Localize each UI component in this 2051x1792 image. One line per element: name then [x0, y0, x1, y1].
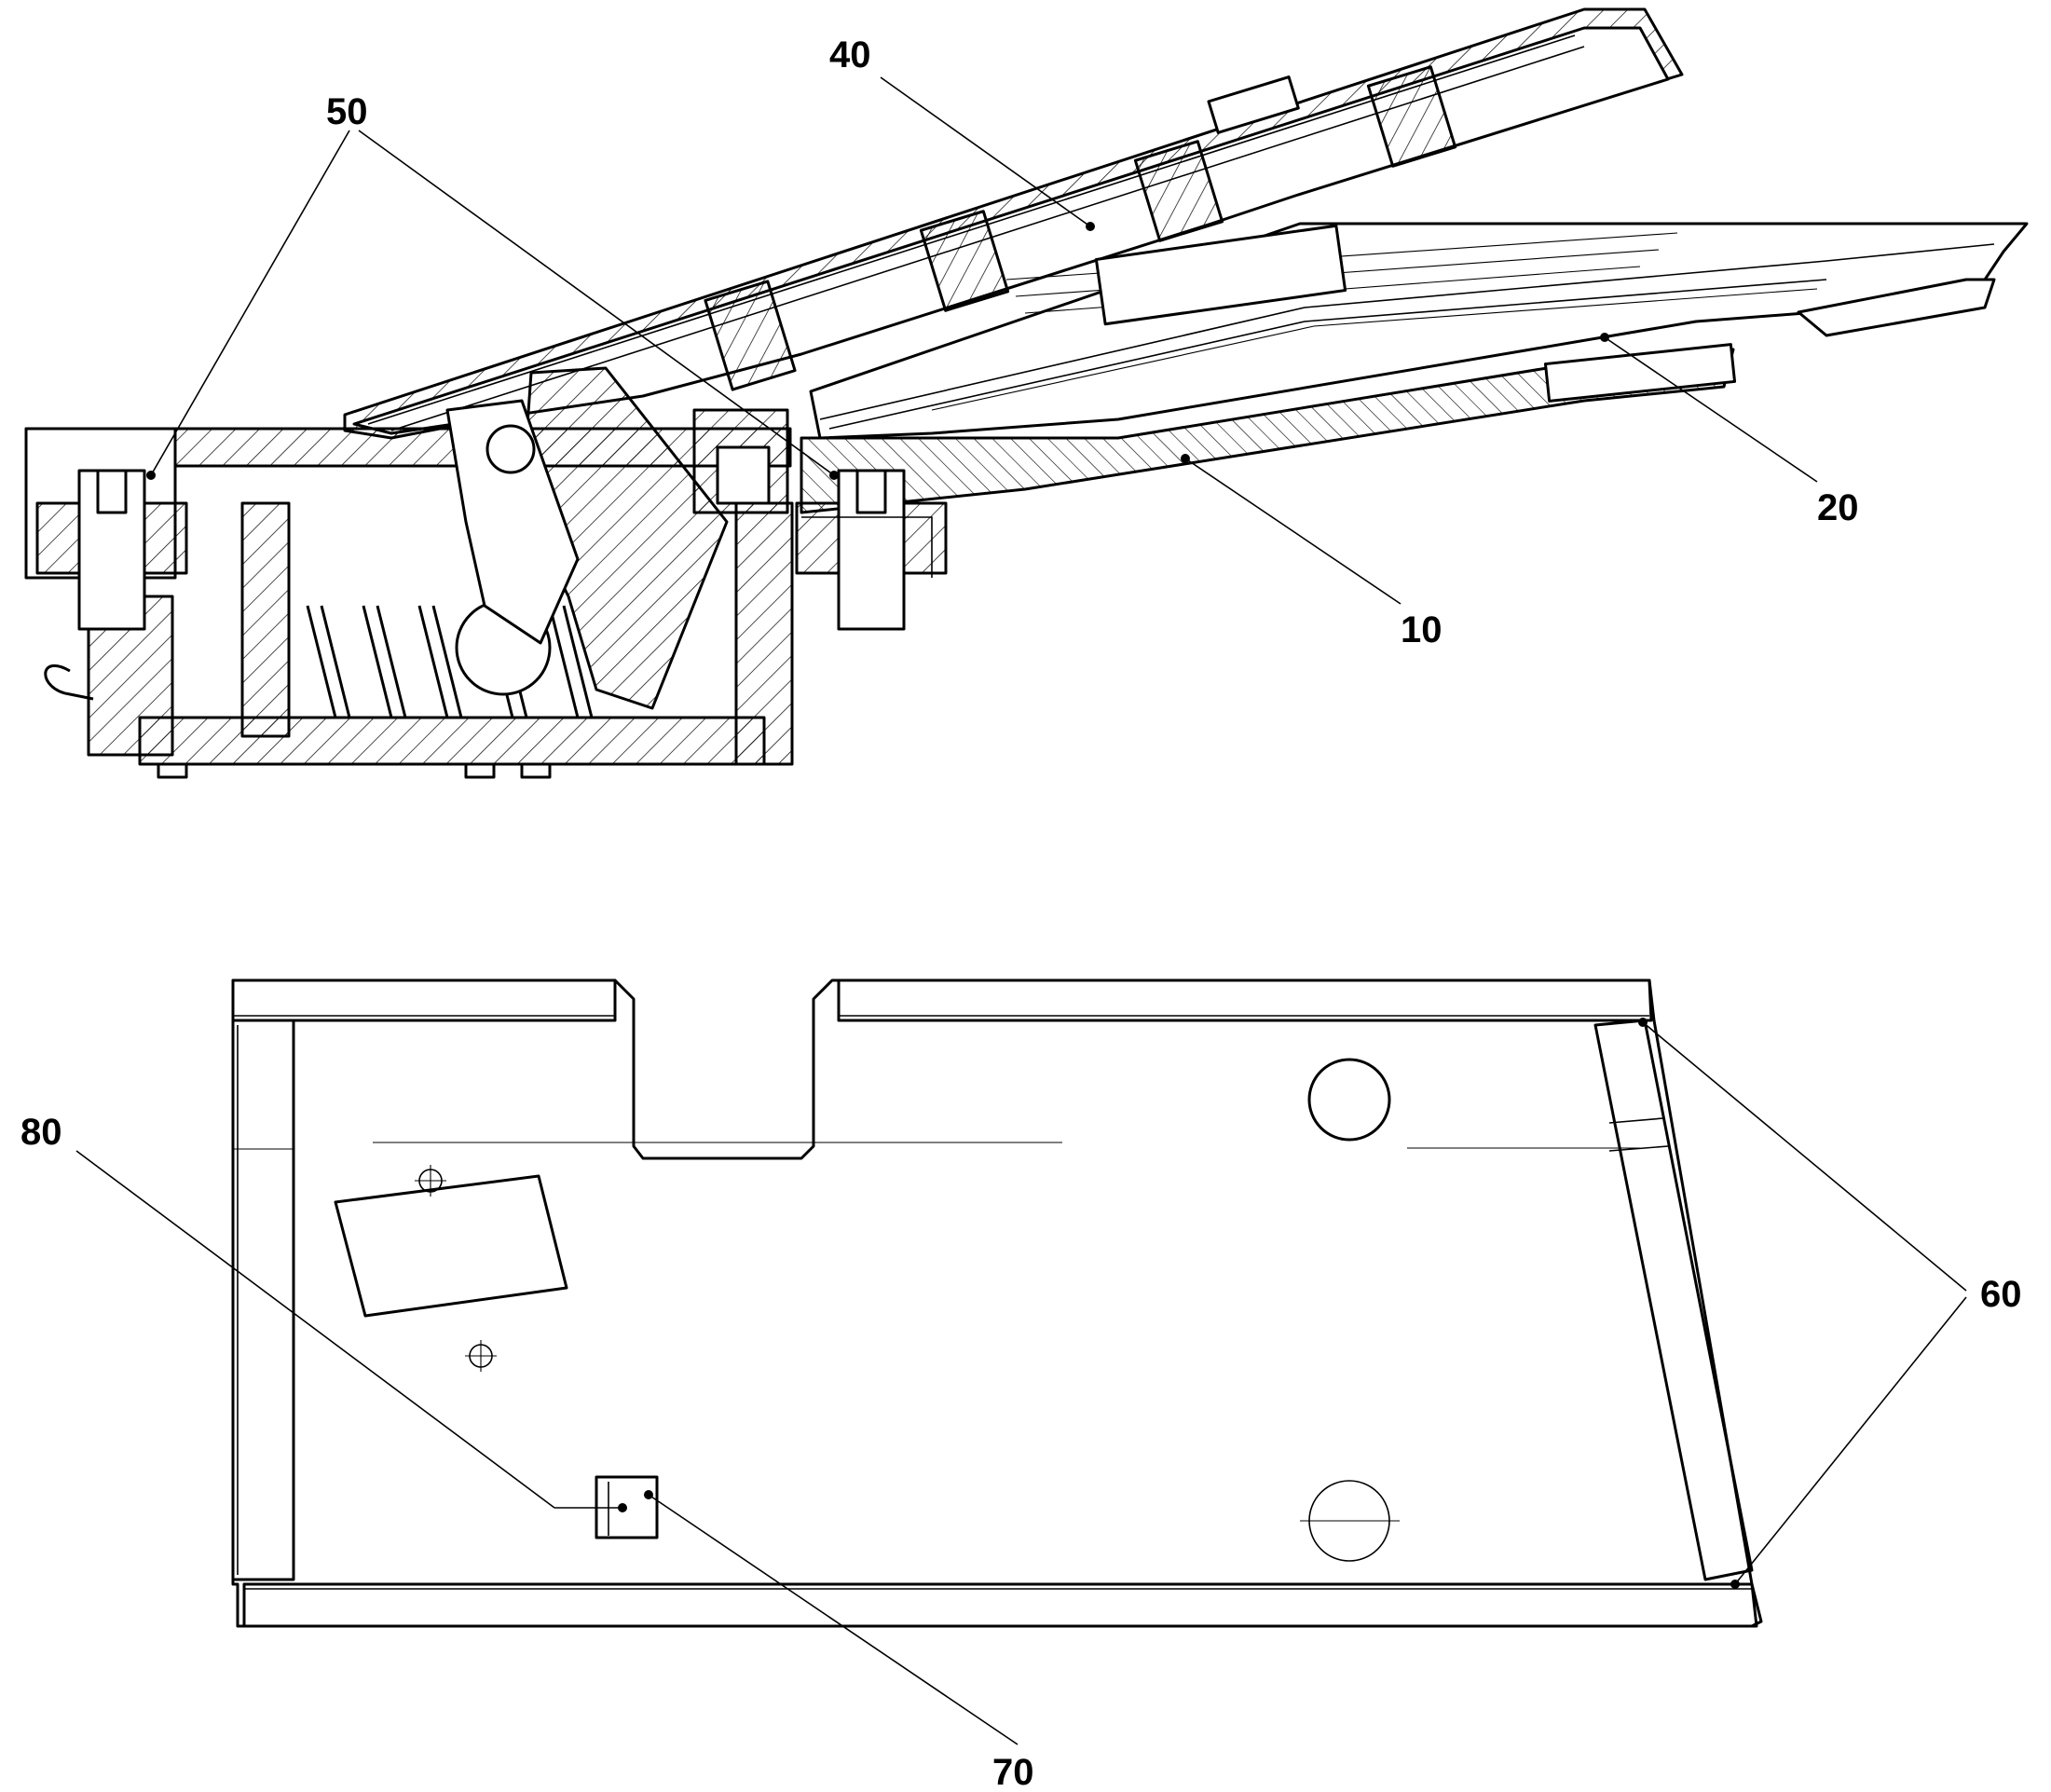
housing-body [24, 366, 948, 779]
leader-10 [1184, 458, 1402, 605]
cover-part-40 [343, 7, 1684, 440]
leader-lines-bottom [75, 1018, 1967, 1745]
leader-80-a [75, 1150, 555, 1509]
leader-lines-top [146, 76, 1818, 605]
plate-outline [231, 978, 1763, 1628]
crosshair-target-2 [465, 1340, 497, 1372]
leader-dot-50-left [146, 471, 156, 480]
leader-20 [1604, 336, 1818, 483]
ref-label-70: 70 [992, 1752, 1034, 1792]
hole-bottom [1300, 1480, 1400, 1562]
leader-dot-10 [1181, 454, 1190, 463]
leader-50-left [150, 130, 350, 476]
ref-label-60: 60 [1980, 1274, 2022, 1315]
figure-bottom-plan-view: 80 60 70 [21, 978, 2022, 1792]
leader-dot-40 [1086, 222, 1095, 231]
leader-60-bottom [1734, 1296, 1967, 1585]
leader-dot-20 [1600, 333, 1609, 342]
leader-70 [648, 1494, 1019, 1745]
ref-label-50: 50 [326, 91, 368, 132]
leader-dot-60-bottom [1730, 1580, 1740, 1589]
spring [306, 605, 594, 718]
leader-40 [880, 76, 1091, 227]
leader-dot-60-top [1638, 1018, 1648, 1027]
tray-part-20 [809, 222, 2029, 440]
ref-label-20: 20 [1817, 487, 1859, 528]
leader-dot-70 [644, 1490, 653, 1499]
hole-top [1307, 1058, 1391, 1142]
ref-label-80: 80 [21, 1112, 62, 1153]
leader-dot-50-right [829, 471, 839, 480]
label-pad [334, 1174, 568, 1318]
leader-60-top [1642, 1021, 1967, 1292]
ref-label-40: 40 [829, 34, 871, 75]
leader-50-right [358, 130, 835, 476]
crosshair-target-1 [415, 1165, 446, 1197]
leader-dot-80 [618, 1503, 627, 1512]
ref-label-10: 10 [1401, 609, 1443, 650]
figure-top-section-view: 40 50 20 10 [24, 7, 2029, 779]
